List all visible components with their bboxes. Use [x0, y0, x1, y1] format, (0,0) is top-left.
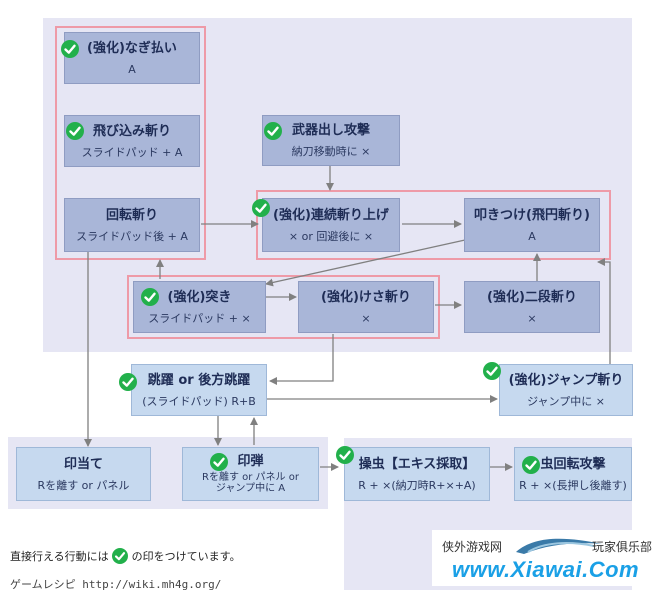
check-icon	[264, 122, 282, 140]
node-mushikaiten-sub: R + ×(長押し後離す)	[519, 478, 627, 492]
check-icon	[61, 40, 79, 58]
node-kesa-title: (強化)けさ斬り	[321, 289, 411, 305]
node-soumushi-title: 操虫【エキス採取】	[358, 456, 476, 472]
node-nagi-sub: A	[128, 62, 136, 76]
node-renzoku: (強化)連続斬り上げ × or 回避後に ×	[262, 198, 400, 252]
node-kesa: (強化)けさ斬り ×	[298, 281, 434, 333]
node-tobikomi-title: 飛び込み斬り	[92, 123, 171, 139]
node-jump-title: (強化)ジャンプ斬り	[508, 372, 624, 388]
node-kaiten-sub: スライドパッド後 + A	[76, 229, 188, 243]
node-nagi-title: (強化)なぎ払い	[87, 40, 177, 56]
node-inate: 印当て Rを離す or パネル	[16, 447, 151, 501]
node-jump-sub: ジャンプ中に ×	[527, 394, 605, 408]
node-chouyaku-sub: (スライドパッド) R+B	[142, 394, 256, 408]
check-icon	[252, 199, 270, 217]
node-nidan: (強化)二段斬り ×	[464, 281, 600, 333]
tsuki-group-outline	[127, 275, 440, 339]
node-tsuki-sub: スライドパッド + ×	[148, 311, 251, 325]
legend-note: 直接行える行動には の印をつけています。	[10, 548, 241, 564]
node-chouyaku: 跳躍 or 後方跳躍 (スライドパッド) R+B	[131, 364, 267, 416]
node-mushikaiten-title: 虫回転攻撃	[540, 456, 606, 472]
legend-text-before: 直接行える行動には	[10, 550, 109, 563]
node-inate-title: 印当て	[63, 456, 103, 472]
node-indan: 印弾 Rを離す or パネル or ジャンプ中に A	[182, 447, 319, 501]
node-buki: 武器出し攻撃 納刀移動時に ×	[262, 115, 400, 166]
watermark-club: 玩家俱乐部	[592, 540, 653, 554]
node-tobikomi: 飛び込み斬り スライドパッド + A	[64, 115, 200, 167]
credit-text: ゲームレシピ http://wiki.mh4g.org/	[10, 578, 222, 591]
check-icon	[210, 453, 228, 471]
watermark-logo-wave	[514, 534, 604, 556]
check-icon	[483, 362, 501, 380]
node-renzoku-title: (強化)連続斬り上げ	[273, 207, 389, 223]
edge-kesa-chouyaku	[269, 334, 334, 385]
node-tatakitsuke-sub: A	[528, 229, 536, 243]
check-icon	[141, 288, 159, 306]
node-chouyaku-title: 跳躍 or 後方跳躍	[147, 372, 251, 388]
check-icon	[336, 446, 354, 464]
check-icon	[119, 373, 137, 391]
node-soumushi: 操虫【エキス採取】 R + ×(納刀時R+×+A)	[344, 447, 490, 501]
check-icon	[112, 548, 129, 564]
watermark-url: www.Xiawai.Com	[452, 557, 640, 582]
node-indan-sub: Rを離す or パネル or ジャンプ中に A	[202, 472, 299, 494]
node-inate-sub: Rを離す or パネル	[37, 478, 130, 492]
node-buki-title: 武器出し攻撃	[291, 123, 370, 138]
edge-tatakitsuke-tsuki	[265, 239, 466, 287]
left-column-group-outline	[55, 26, 206, 260]
node-kaiten-title: 回転斬り	[105, 207, 158, 223]
watermark: 侠外游戏网 玩家俱乐部 www.Xiawai.Com	[432, 530, 658, 586]
node-jump: (強化)ジャンプ斬り ジャンプ中に ×	[499, 364, 633, 416]
node-soumushi-sub: R + ×(納刀時R+×+A)	[358, 478, 476, 492]
node-indan-title: 印弾	[237, 454, 264, 469]
node-tobikomi-sub: スライドパッド + A	[81, 145, 183, 159]
node-tatakitsuke: 叩きつけ(飛円斬り) A	[464, 198, 600, 252]
node-mushikaiten: 虫回転攻撃 R + ×(長押し後離す)	[514, 447, 632, 501]
watermark-site: 侠外游戏网	[442, 540, 503, 554]
check-icon	[66, 122, 84, 140]
node-renzoku-sub: × or 回避後に ×	[288, 229, 374, 243]
node-nagi: (強化)なぎ払い A	[64, 32, 200, 84]
node-kesa-sub: ×	[361, 311, 371, 325]
node-tsuki-title: (強化)突き	[167, 289, 232, 305]
node-tatakitsuke-title: 叩きつけ(飛円斬り)	[474, 207, 590, 223]
legend-text-after: の印をつけています。	[131, 550, 241, 563]
check-icon	[522, 456, 540, 474]
edge-jump-tatakitsuke	[597, 258, 611, 364]
node-nidan-title: (強化)二段斬り	[487, 289, 577, 305]
node-buki-sub: 納刀移動時に ×	[291, 145, 371, 158]
node-kaiten: 回転斬り スライドパッド後 + A	[64, 198, 200, 252]
node-nidan-sub: ×	[527, 311, 537, 325]
